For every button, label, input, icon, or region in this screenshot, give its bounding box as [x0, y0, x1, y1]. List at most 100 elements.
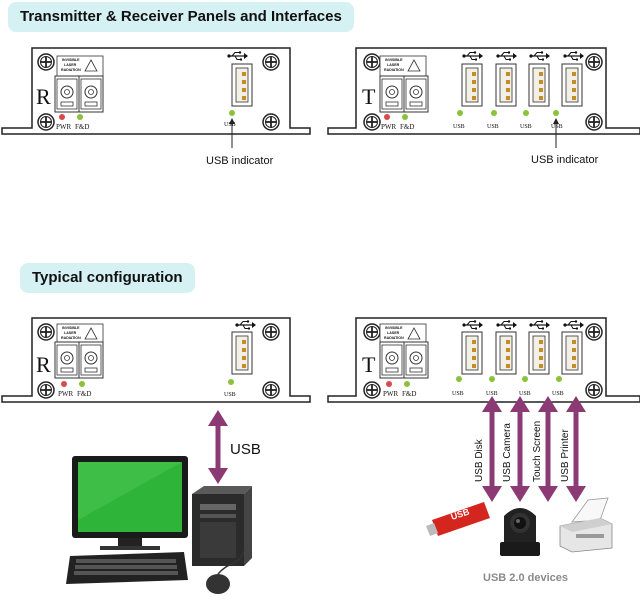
usb-port-icon [461, 331, 483, 375]
laser-warning-line: RADIATION [384, 68, 404, 72]
usb-port-icon [528, 331, 550, 375]
screw-icon [37, 323, 55, 341]
receiver-panel-top: R INVISIBLE LASER RADIATION PWR F&D USB … [1, 47, 311, 167]
usb-led [229, 110, 235, 116]
fd-led [79, 381, 85, 387]
pwr-led [59, 114, 65, 120]
device-label-usb-printer: USB Printer [560, 429, 571, 482]
usb-led [457, 110, 463, 116]
usb-port-label: USB [519, 391, 531, 397]
usb-led [522, 376, 528, 382]
laser-warning-line: INVISIBLE [62, 58, 80, 62]
screw-icon [262, 323, 280, 341]
pwr-led [384, 114, 390, 120]
usb-port-icon [561, 331, 583, 375]
screw-icon [262, 53, 280, 71]
screw-icon [585, 113, 603, 131]
usb-led [556, 376, 562, 382]
usb-camera-icon [500, 508, 540, 556]
usb-led [553, 110, 559, 116]
usb-port-label: USB [224, 392, 236, 398]
panels-section-title: Transmitter & Receiver Panels and Interf… [8, 2, 354, 32]
device-label-usb-camera: USB Camera [502, 423, 513, 482]
usb-port-label: USB [224, 122, 236, 128]
screw-icon [585, 381, 603, 399]
usb-port-icon [231, 63, 253, 107]
usb-port-icon [461, 63, 483, 107]
device-label-touch-screen: Touch Screen [532, 421, 543, 482]
usb-indicator-label: USB indicator [531, 154, 599, 166]
desktop-computer-icon [66, 456, 252, 594]
fiber-port-icon [379, 341, 405, 379]
fiber-port-icon [78, 75, 104, 113]
screw-icon [363, 323, 381, 341]
fd-label: F&D [77, 390, 91, 398]
fd-label: F&D [402, 390, 416, 398]
laser-warning-line: INVISIBLE [385, 326, 403, 330]
screw-icon [262, 113, 280, 131]
usb-link-label: USB [230, 441, 261, 458]
usb-port-label: USB [486, 391, 498, 397]
fd-led [404, 381, 410, 387]
devices-caption: USB 2.0 devices [483, 572, 568, 584]
laser-warning-line: RADIATION [61, 336, 81, 340]
laser-warning-line: LASER [64, 331, 77, 335]
fiber-port-icon [78, 341, 104, 379]
pwr-label: PWR [381, 123, 397, 131]
laser-warning-line: RADIATION [384, 336, 404, 340]
usb-led [491, 110, 497, 116]
usb-port-label: USB [551, 124, 563, 130]
fiber-port-icon [379, 75, 405, 113]
usb-port-label: USB [487, 124, 499, 130]
usb-port-label: USB [452, 391, 464, 397]
usb-flash-drive-icon: USB [426, 502, 490, 536]
usb-port-label: USB [453, 124, 465, 130]
transmitter-panel-config: T INVISIBLE LASER RADIATION PWR F&D USB … [327, 317, 640, 403]
fd-led [402, 114, 408, 120]
laser-warning-line: INVISIBLE [62, 326, 80, 330]
laser-warning-line: RADIATION [61, 68, 81, 72]
fiber-port-icon [403, 75, 429, 113]
pwr-label: PWR [383, 390, 399, 398]
fd-label: F&D [75, 123, 89, 131]
fiber-port-icon [54, 75, 80, 113]
usb-port-icon [495, 63, 517, 107]
fd-led [77, 114, 83, 120]
usb-printer-icon [559, 497, 613, 553]
screw-icon [585, 53, 603, 71]
laser-warning-line: LASER [387, 331, 400, 335]
pwr-label: PWR [56, 123, 72, 131]
device-label-usb-disk: USB Disk [474, 438, 485, 482]
usb-port-label: USB [520, 124, 532, 130]
laser-warning-line: INVISIBLE [385, 58, 403, 62]
usb-port-icon [528, 63, 550, 107]
fd-label: F&D [400, 123, 414, 131]
usb-led [228, 379, 234, 385]
pwr-led [61, 381, 67, 387]
laser-warning-line: LASER [387, 63, 400, 67]
receiver-letter: R [36, 84, 51, 109]
screw-icon [262, 381, 280, 399]
usb-link-arrow [208, 410, 228, 484]
receiver-letter: R [36, 352, 51, 377]
usb-port-label: USB [552, 391, 564, 397]
usb-led [456, 376, 462, 382]
transmitter-letter: T [362, 352, 376, 377]
screw-icon [37, 53, 55, 71]
screw-icon [37, 113, 55, 131]
receiver-panel-config: R INVISIBLE LASER RADIATION PWR F&D USB [1, 317, 311, 403]
usb-indicator-label: USB indicator [206, 155, 274, 167]
transmitter-panel-top: T INVISIBLE LASER RADIATION PWR F&D USB … [327, 47, 640, 166]
usb-led [489, 376, 495, 382]
usb-led [523, 110, 529, 116]
transmitter-letter: T [362, 84, 376, 109]
screw-icon [363, 53, 381, 71]
usb-port-icon [495, 331, 517, 375]
screw-icon [37, 381, 55, 399]
screw-icon [363, 113, 381, 131]
laser-warning-line: LASER [64, 63, 77, 67]
device-arrows [482, 396, 586, 502]
usb-port-icon [561, 63, 583, 107]
screw-icon [363, 381, 381, 399]
